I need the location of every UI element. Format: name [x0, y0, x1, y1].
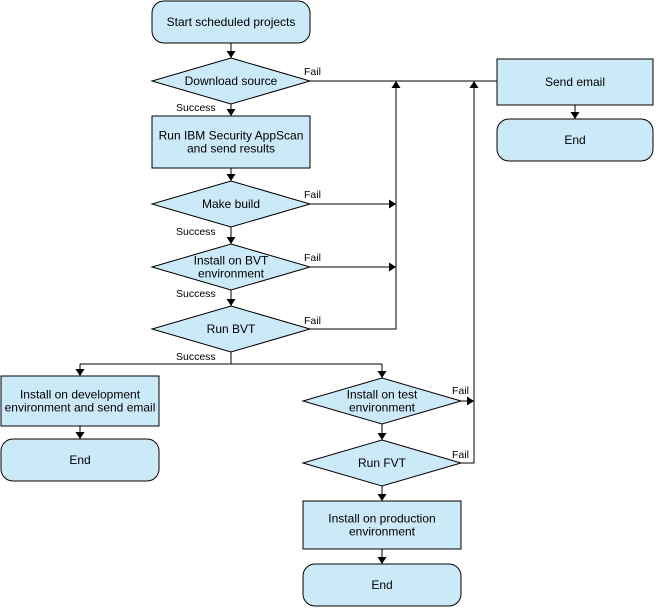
terminal-shape — [0, 438, 160, 482]
node-label-line: End — [564, 133, 585, 147]
node-label-line: Download source — [185, 74, 278, 88]
decision-shape — [150, 243, 312, 291]
arrowhead — [226, 299, 236, 306]
process-shape — [302, 500, 462, 550]
decision-shape — [150, 57, 312, 105]
edge-label-make-build-fail: Fail — [304, 189, 321, 201]
node-download: Download source — [150, 57, 312, 105]
arrowhead — [226, 109, 236, 116]
node-start: Start scheduled projects — [151, 0, 311, 44]
node-end-email: End — [496, 118, 654, 162]
node-label-line: environment — [349, 525, 416, 539]
arrowhead — [467, 396, 474, 406]
node-label-line: environment — [198, 267, 265, 281]
terminal-shape — [496, 118, 654, 162]
node-label-line: Run FVT — [358, 456, 407, 470]
node-label-line: Install on test — [347, 388, 418, 402]
node-label-line: and send results — [187, 142, 275, 156]
node-send-email: Send email — [496, 58, 654, 106]
edge-label-run-bvt-fail: Fail — [304, 315, 321, 327]
arrowhead — [389, 262, 396, 272]
node-label-line: environment and send email — [5, 401, 156, 415]
edge-run-bvt-fail — [310, 81, 397, 330]
process-shape — [0, 375, 160, 427]
arrowhead — [226, 237, 236, 244]
node-make-build: Make build — [150, 180, 312, 228]
edge-run-fvt-fail — [461, 81, 475, 464]
edge-label-make-build-success: Success — [176, 226, 216, 238]
arrowhead — [377, 557, 387, 564]
edge-label-download-success: Success — [176, 102, 216, 114]
node-end-dev: End — [0, 438, 160, 482]
node-label-line: Run BVT — [207, 322, 256, 336]
edge-label-install-test-fail: Fail — [452, 385, 469, 397]
process-shape — [496, 58, 654, 106]
edge-label-install-bvt-fail: Fail — [304, 252, 321, 264]
node-label-line: Start scheduled projects — [167, 15, 296, 29]
process-shape — [151, 115, 311, 169]
node-run-bvt: Run BVT — [150, 305, 312, 353]
node-label-line: Send email — [545, 75, 605, 89]
edge-label-run-bvt-success: Success — [176, 351, 216, 363]
arrowhead — [389, 199, 396, 209]
node-label-line: environment — [349, 401, 416, 415]
edge-label-run-fvt-fail: Fail — [452, 449, 469, 461]
arrowhead — [226, 174, 236, 181]
terminal-shape — [151, 0, 311, 44]
arrowhead — [391, 81, 401, 88]
arrowhead — [469, 81, 479, 88]
arrowhead — [75, 432, 85, 439]
decision-shape — [301, 439, 463, 487]
arrowhead — [377, 433, 387, 440]
decision-shape — [150, 180, 312, 228]
node-end-prod: End — [302, 563, 462, 607]
arrowhead — [570, 112, 580, 119]
arrowhead — [75, 369, 85, 376]
node-run-fvt: Run FVT — [301, 439, 463, 487]
arrowhead — [226, 51, 236, 58]
node-label-line: Install on development — [20, 388, 141, 402]
connector-layer: FailSuccessFailSuccessFailSuccessFailSuc… — [75, 43, 580, 564]
terminal-shape — [302, 563, 462, 607]
node-label-line: Run IBM Security AppScan — [159, 129, 304, 143]
node-label-line: End — [69, 453, 90, 467]
edge-label-download-fail: Fail — [304, 66, 321, 78]
node-label-line: Install on BVT — [194, 254, 269, 268]
arrowhead — [377, 494, 387, 501]
node-label-line: Make build — [202, 197, 260, 211]
decision-shape — [150, 305, 312, 353]
node-label-line: Install on production — [328, 512, 435, 526]
node-label-line: End — [371, 578, 392, 592]
edge-label-install-bvt-success: Success — [176, 288, 216, 300]
arrowhead — [377, 371, 387, 378]
decision-shape — [301, 377, 463, 425]
